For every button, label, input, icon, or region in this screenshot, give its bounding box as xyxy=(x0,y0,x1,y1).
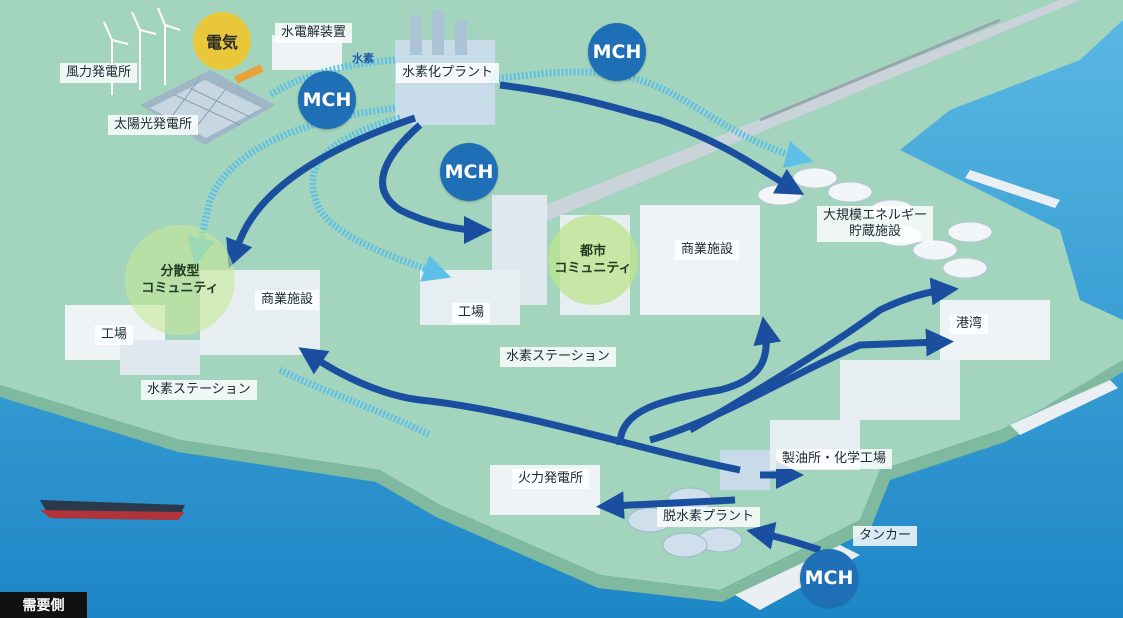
thermal-power-label: 火力発電所 xyxy=(512,469,590,489)
urban-factory-label: 工場 xyxy=(452,303,491,323)
electricity-flow xyxy=(234,64,264,84)
tanker-label: タンカー xyxy=(853,526,918,546)
wind-turbines xyxy=(103,7,181,95)
electricity-badge: 電気 xyxy=(193,12,251,70)
distributed-factory-label: 工場 xyxy=(95,325,134,345)
distributed-commercial-label: 商業施設 xyxy=(255,290,320,310)
distributed-community-halo: 分散型 コミュニティ xyxy=(125,225,235,335)
harbor-label: 港湾 xyxy=(950,314,989,334)
land-edge xyxy=(0,360,1123,602)
solar-power-label: 太陽光発電所 xyxy=(108,115,199,135)
urban-station-label: 水素ステーション xyxy=(500,347,616,367)
mch-badge-top-center: MCH xyxy=(588,23,646,81)
highway xyxy=(520,0,1080,228)
urban-community-halo: 都市 コミュニティ xyxy=(548,215,638,305)
demand-side-label: 需要側 xyxy=(0,592,87,618)
refinery-label: 製油所・化学工場 xyxy=(776,449,893,469)
mch-badge-center: MCH xyxy=(440,143,498,201)
solar-panels xyxy=(140,70,275,145)
dehydrogenation-label: 脱水素プラント xyxy=(657,507,761,527)
wind-power-label: 風力発電所 xyxy=(60,63,138,83)
mch-dark-flows xyxy=(226,81,959,554)
hydrogenation-plant-label: 水素化プラント xyxy=(396,63,500,83)
mch-badge-left: MCH xyxy=(298,71,356,129)
container-ship xyxy=(1010,380,1118,435)
electrolyzer-label: 水電解装置 xyxy=(275,23,353,43)
distributed-station-label: 水素ステーション xyxy=(141,380,257,400)
tanker-right xyxy=(965,170,1060,208)
storage-facility-label: 大規模エネルギー 貯蔵施設 xyxy=(817,206,934,242)
mch-badge-bottom: MCH xyxy=(800,549,858,607)
urban-community-title: 都市 コミュニティ xyxy=(554,244,632,276)
urban-commercial-label: 商業施設 xyxy=(675,240,740,260)
distributed-community-title: 分散型 コミュニティ xyxy=(141,264,219,296)
hydrogen-flow-label: 水素 xyxy=(352,52,374,65)
harbor-facilities xyxy=(840,300,1050,420)
